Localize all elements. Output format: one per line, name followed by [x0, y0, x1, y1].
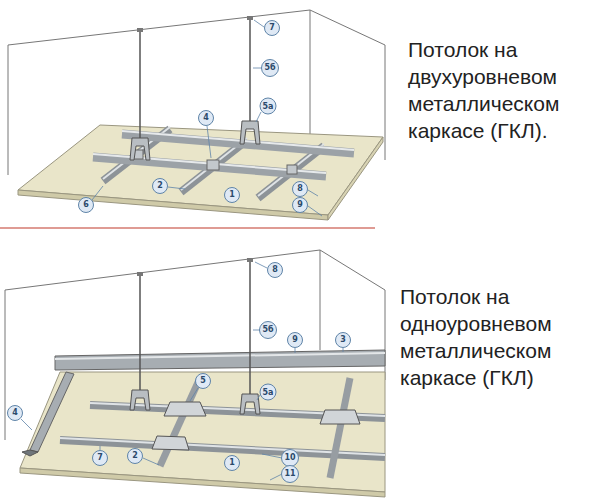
two-level-scene: [8, 10, 385, 220]
callout-number: 1: [224, 455, 240, 471]
callout-number: 3: [335, 332, 351, 348]
callout-number: 8: [292, 181, 308, 197]
callout-number: 1: [224, 187, 240, 203]
caption-text: Потолок на двухуровневом металлическом к…: [408, 36, 593, 144]
caption-text: Потолок на одноуровневом металлическом к…: [400, 283, 592, 391]
callout-number: 11: [281, 465, 299, 483]
callout-number: 2: [127, 448, 143, 464]
callout-number: 5б: [261, 59, 279, 77]
callout-number: 8: [267, 262, 283, 278]
callout-number: 5: [195, 373, 211, 389]
callout-number: 4: [198, 110, 214, 126]
callout-number: 9: [287, 332, 303, 348]
callout-number: 7: [92, 450, 108, 466]
callout-number: 5б: [259, 321, 277, 339]
callout-number: 5а: [260, 384, 277, 401]
callout-number: 2: [152, 178, 168, 194]
one-level-scene: [5, 250, 385, 497]
separator-line: [0, 227, 375, 228]
callout-number: 6: [78, 197, 94, 213]
callout-number: 7: [264, 20, 280, 36]
callout-number: 9: [292, 197, 308, 213]
callout-number: 4: [7, 405, 23, 421]
callout-number: 5а: [260, 98, 277, 115]
